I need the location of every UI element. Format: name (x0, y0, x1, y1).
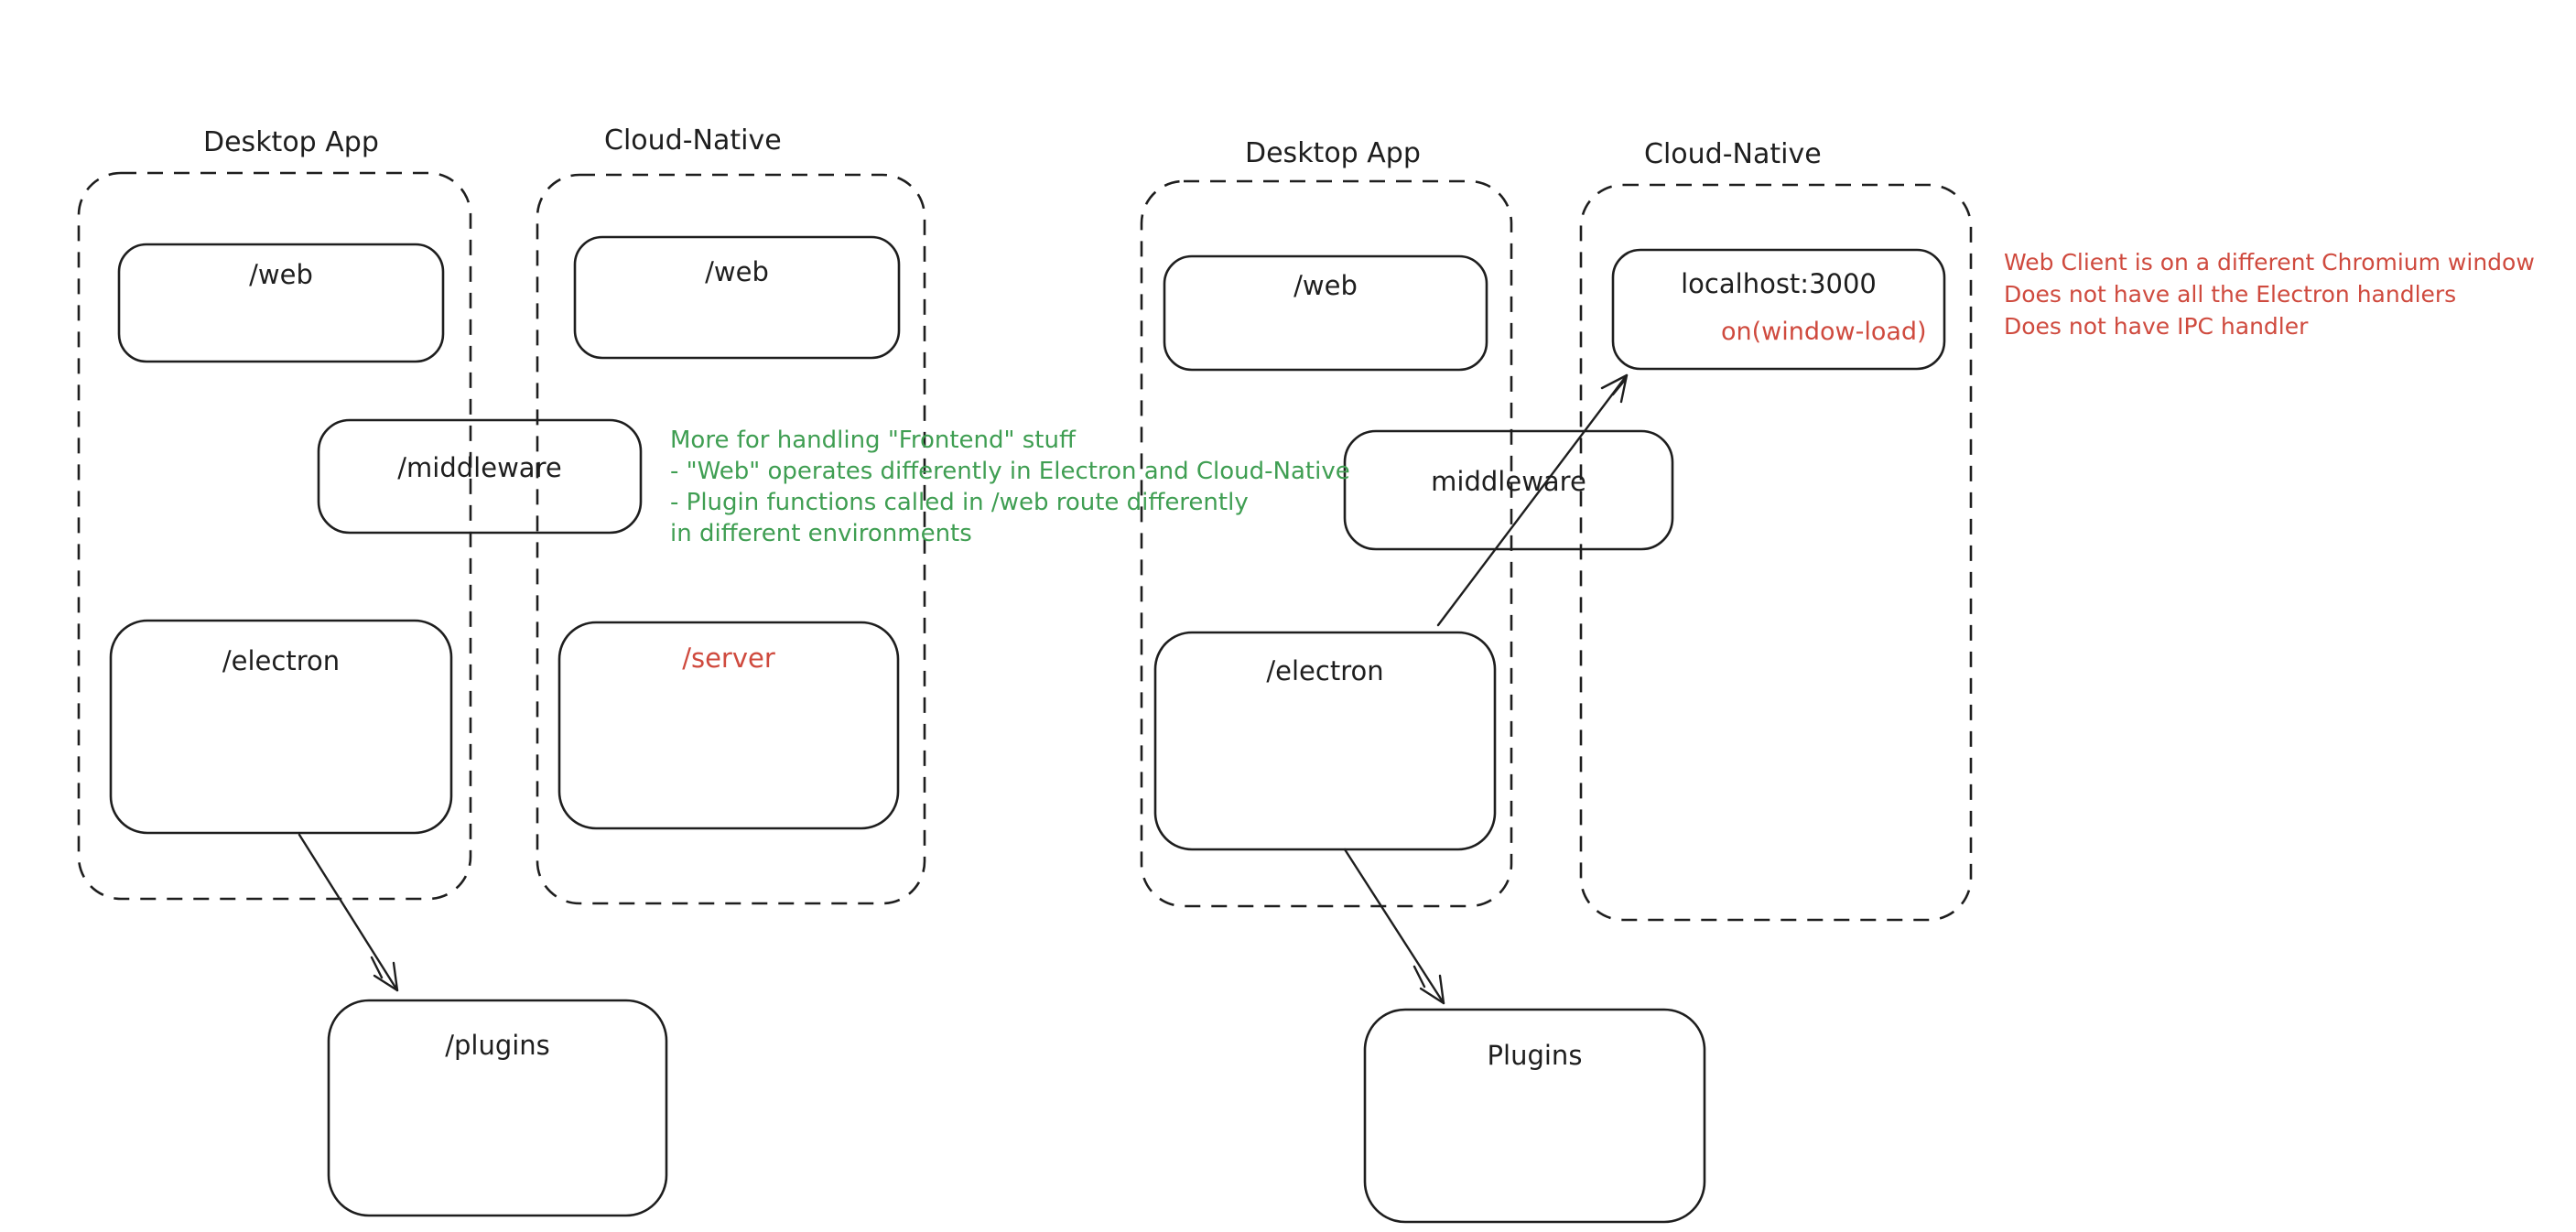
right-plugins-box (1363, 1008, 1706, 1224)
right-web-box (1163, 254, 1488, 372)
right-cloud-native-label: Cloud-Native (1644, 138, 1822, 170)
right-localhost-label: localhost:3000 (1681, 268, 1877, 299)
right-cloud-native-container (1579, 183, 1973, 922)
left-note: More for handling "Frontend" stuff - "We… (670, 425, 1350, 549)
left-web-desktop-label: /web (249, 259, 313, 290)
left-electron-box (109, 619, 453, 835)
left-server-label: /server (682, 643, 775, 674)
left-web-cloud-label: /web (705, 256, 769, 287)
left-web-cloud-box (573, 235, 901, 360)
right-localhost-box (1611, 248, 1946, 371)
left-server-box (557, 621, 900, 830)
right-note-line-1: Web Client is on a different Chromium wi… (2004, 249, 2535, 276)
right-middleware-label: middleware (1431, 466, 1586, 497)
right-web-label: /web (1293, 270, 1358, 301)
left-note-line-3: - Plugin functions called in /web route … (670, 489, 1249, 516)
left-web-desktop-box (117, 243, 445, 363)
left-plugins-box (327, 999, 668, 1217)
right-window-load-label: on(window-load) (1721, 318, 1927, 346)
left-cloud-native-label: Cloud-Native (604, 124, 782, 157)
right-plugins-label: Plugins (1487, 1040, 1583, 1071)
right-note-line-3: Does not have IPC handler (2004, 313, 2309, 340)
right-note-line-2: Does not have all the Electron handlers (2004, 281, 2457, 308)
left-note-line-4: in different environments (670, 520, 972, 547)
left-cloud-native-container (536, 173, 926, 905)
right-desktop-app-label: Desktop App (1245, 137, 1421, 169)
right-note: Web Client is on a different Chromium wi… (2004, 246, 2535, 342)
right-electron-box (1153, 631, 1497, 851)
left-electron-label: /electron (222, 645, 341, 676)
left-desktop-app-container (77, 171, 472, 901)
left-middleware-box (317, 418, 643, 535)
right-middleware-box (1343, 429, 1674, 551)
arrow-electron-to-plugins-right (1343, 848, 1445, 1005)
arrow-electron-to-localhost-right (1436, 373, 1629, 627)
right-desktop-app-container (1140, 179, 1513, 908)
left-note-line-1: More for handling "Frontend" stuff (670, 427, 1076, 454)
left-note-line-2: - "Web" operates differently in Electron… (670, 458, 1350, 485)
arrow-electron-to-plugins-left (298, 833, 399, 992)
left-plugins-label: /plugins (445, 1030, 550, 1061)
left-desktop-app-label: Desktop App (203, 126, 379, 158)
left-middleware-label: /middleware (397, 452, 562, 483)
right-electron-label: /electron (1266, 655, 1384, 686)
